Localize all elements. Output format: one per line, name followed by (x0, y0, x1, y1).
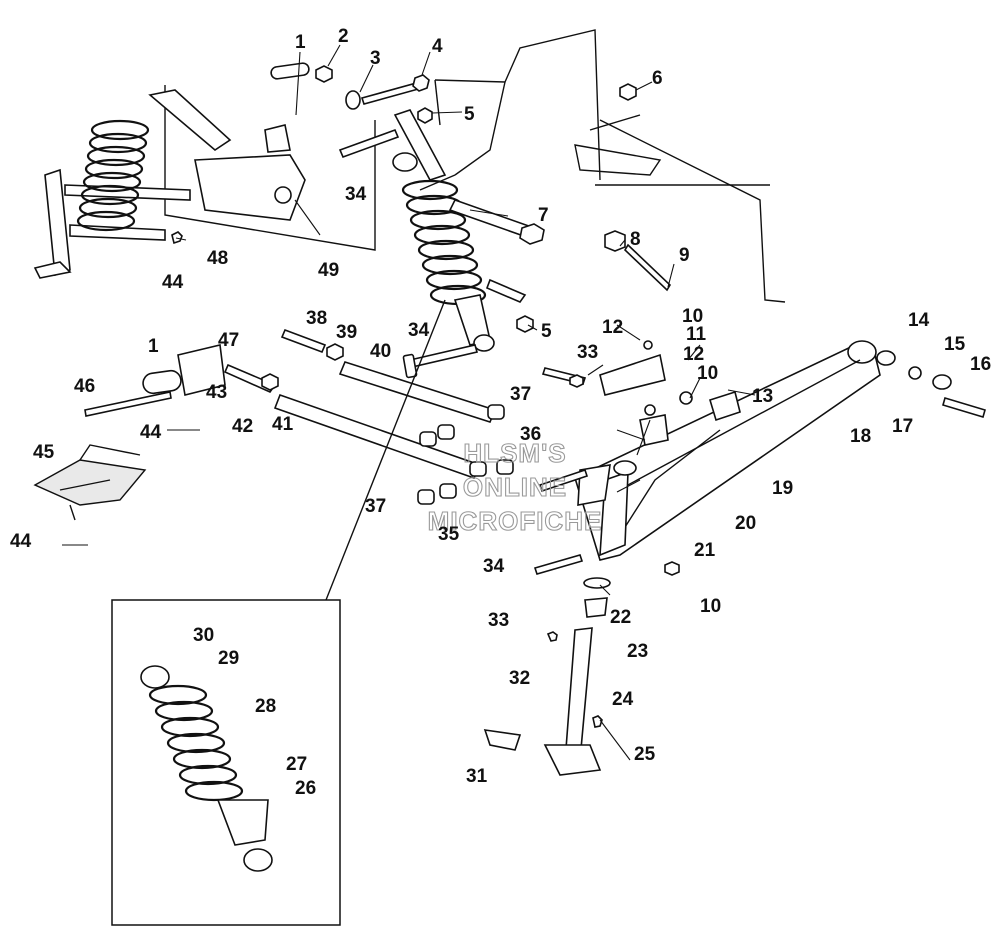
callout-19: 19 (772, 478, 793, 499)
callout-26: 26 (295, 778, 316, 799)
callout-24: 24 (612, 689, 634, 710)
callout-42: 42 (232, 416, 253, 437)
watermark: HLSM'S ONLINE MICROFICHE (427, 437, 603, 536)
callout-39: 39 (336, 322, 357, 343)
callout-13: 13 (752, 386, 773, 407)
callout-22: 22 (610, 607, 631, 628)
callout-38: 38 (306, 308, 327, 329)
callout-5: 5 (541, 321, 552, 342)
spindle (483, 460, 680, 776)
callout-44: 44 (10, 531, 32, 552)
callout-18: 18 (850, 426, 871, 447)
callout-27: 27 (286, 754, 307, 775)
callout-33: 33 (488, 610, 509, 631)
callout-28: 28 (255, 696, 276, 717)
callout-1: 1 (148, 336, 159, 357)
callout-20: 20 (735, 513, 756, 534)
callout-34: 34 (483, 556, 505, 577)
callout-37: 37 (365, 496, 386, 517)
callout-3: 3 (370, 48, 381, 69)
callout-17: 17 (892, 416, 913, 437)
callout-14: 14 (908, 310, 930, 331)
callout-29: 29 (218, 648, 239, 669)
callout-35: 35 (438, 524, 460, 545)
callout-16: 16 (970, 354, 991, 375)
callout-10: 10 (700, 596, 721, 617)
a-arm (574, 340, 986, 561)
callout-36: 36 (520, 424, 541, 445)
callout-45: 45 (33, 442, 55, 463)
callout-12: 12 (602, 317, 623, 338)
left-hardware (84, 315, 587, 417)
upper-hardware (171, 62, 672, 292)
callout-46: 46 (74, 376, 95, 397)
callout-43: 43 (206, 382, 227, 403)
callout-7: 7 (538, 205, 549, 226)
callout-40: 40 (370, 341, 391, 362)
callout-23: 23 (627, 641, 648, 662)
callout-48: 48 (207, 248, 228, 269)
callout-15: 15 (944, 334, 966, 355)
callout-9: 9 (679, 245, 690, 266)
callout-44: 44 (162, 272, 184, 293)
callout-12: 12 (683, 344, 704, 365)
callout-2: 2 (338, 26, 349, 47)
callout-37: 37 (510, 384, 531, 405)
callout-47: 47 (218, 330, 239, 351)
watermark-line-3: MICROFICHE (428, 506, 603, 536)
callout-5: 5 (464, 104, 475, 125)
callout-6: 6 (652, 68, 663, 89)
callout-34: 34 (408, 320, 430, 341)
callout-25: 25 (634, 744, 656, 765)
callout-41: 41 (272, 414, 294, 435)
callout-10: 10 (697, 363, 718, 384)
callout-21: 21 (694, 540, 716, 561)
watermark-line-1: HLSM'S (463, 438, 566, 468)
callout-11: 11 (686, 324, 707, 345)
left-suspension-assembly (33, 89, 306, 279)
callout-1: 1 (295, 32, 306, 53)
callout-8: 8 (630, 229, 641, 250)
watermark-line-2: ONLINE (463, 472, 567, 502)
center-shock (392, 109, 542, 352)
skid-plate (33, 444, 147, 521)
radius-rods (273, 361, 514, 505)
inset-shock-detail (111, 299, 446, 926)
chassis-frame (164, 29, 786, 303)
callout-44: 44 (140, 422, 162, 443)
callout-31: 31 (466, 766, 488, 787)
callout-34: 34 (345, 184, 367, 205)
callout-49: 49 (318, 260, 339, 281)
callout-32: 32 (509, 668, 530, 689)
callouts: 1 2 3 4 5 6 34 7 8 9 44 48 49 38 39 40 3… (10, 26, 991, 799)
leader-lines (62, 44, 756, 761)
callout-33: 33 (577, 342, 598, 363)
callout-30: 30 (193, 625, 214, 646)
callout-10: 10 (682, 306, 703, 327)
callout-4: 4 (432, 36, 443, 57)
